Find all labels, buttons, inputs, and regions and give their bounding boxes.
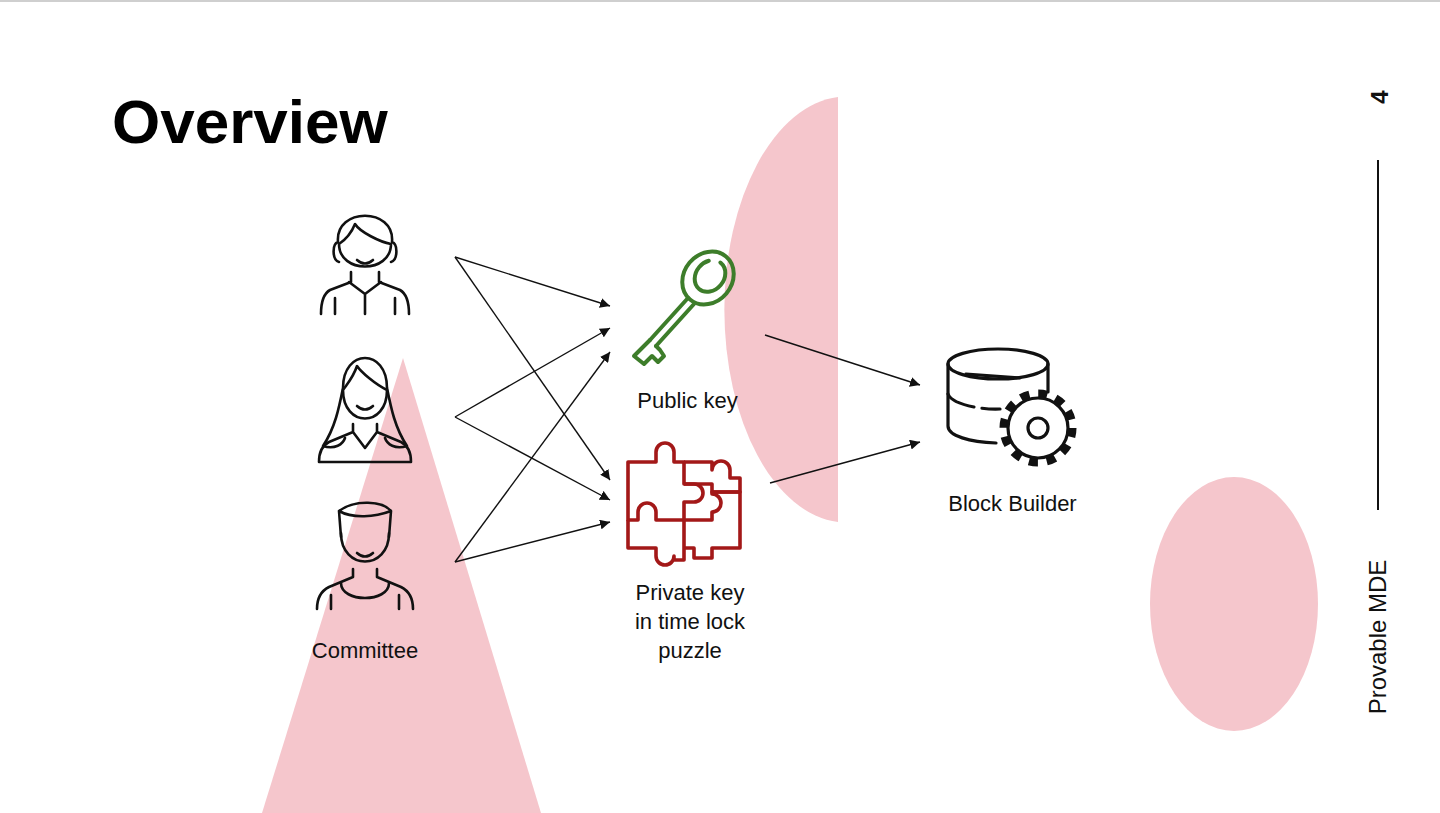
arrow-connector: [455, 257, 610, 480]
page-number: 4: [1366, 90, 1394, 103]
side-rule: [1377, 160, 1379, 510]
node-label: Committee: [312, 636, 418, 665]
node-label: Public key: [637, 386, 737, 415]
arrow-connector: [455, 352, 610, 562]
committee-group: Committee: [275, 200, 455, 667]
pink-ellipse: [1150, 477, 1318, 731]
node-label: Block Builder: [948, 489, 1076, 518]
node-label: Private key in time lock puzzle: [630, 578, 750, 665]
puzzle-icon: [628, 443, 740, 565]
slide-title: Overview: [112, 86, 388, 157]
arrow-connector: [455, 328, 610, 417]
pink-half-ellipse: [724, 97, 838, 522]
deck-name: Provable MDE: [1364, 560, 1392, 715]
arrow-connector: [770, 442, 920, 483]
arrow-connector: [455, 417, 610, 500]
person-icon: [321, 216, 409, 314]
arrow-connector: [455, 522, 610, 562]
public-key-node: Public key: [610, 245, 765, 417]
key-icon: [634, 241, 744, 364]
arrow-connector: [765, 335, 920, 385]
gear-icon: [1004, 394, 1072, 462]
arrow-connector: [455, 257, 610, 306]
block-builder-node: Block Builder: [920, 340, 1105, 520]
person-icon: [319, 358, 411, 462]
private-key-node: Private key in time lock puzzle: [610, 440, 770, 667]
pink-triangle: [262, 358, 541, 813]
person-icon: [317, 503, 413, 609]
top-rule: [0, 0, 1440, 2]
